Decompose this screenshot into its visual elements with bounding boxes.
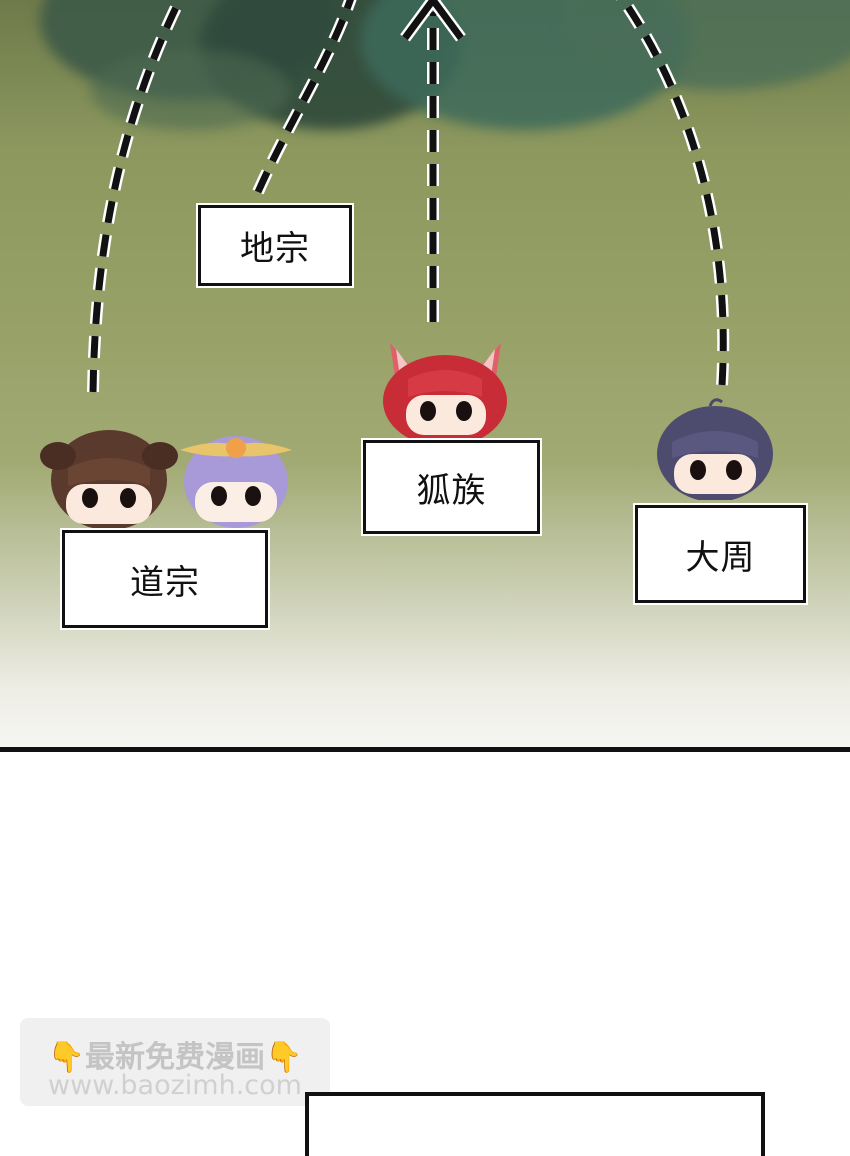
- label-huzu: 狐族: [363, 440, 540, 534]
- watermark-title-text: 最新免费漫画: [85, 1040, 265, 1075]
- next-panel-frame: [305, 1092, 765, 1156]
- dashed-arrows: [89, 0, 727, 393]
- chibi-fox-girl: [383, 343, 507, 441]
- label-dazhou: 大周: [635, 505, 806, 603]
- watermark-url: www.baozimh.com: [48, 1070, 302, 1101]
- comic-panel: 地宗 道宗 狐族 大周: [0, 0, 850, 750]
- label-daozong: 道宗: [62, 530, 268, 628]
- pointing-down-hand-icon: 👇: [47, 1040, 85, 1075]
- label-dizong: 地宗: [198, 205, 352, 286]
- chibi-purple-hair: [180, 436, 292, 528]
- chibi-brown-hair: [40, 430, 178, 528]
- watermark: 👇最新免费漫画👇 www.baozimh.com: [20, 1018, 330, 1106]
- ink-cloud: [90, 50, 290, 130]
- watermark-title: 👇最新免费漫画👇: [20, 1032, 330, 1076]
- chibi-dark-hair-boy: [657, 398, 773, 500]
- pointing-down-hand-icon: 👇: [265, 1040, 303, 1075]
- panel-divider: [0, 747, 850, 752]
